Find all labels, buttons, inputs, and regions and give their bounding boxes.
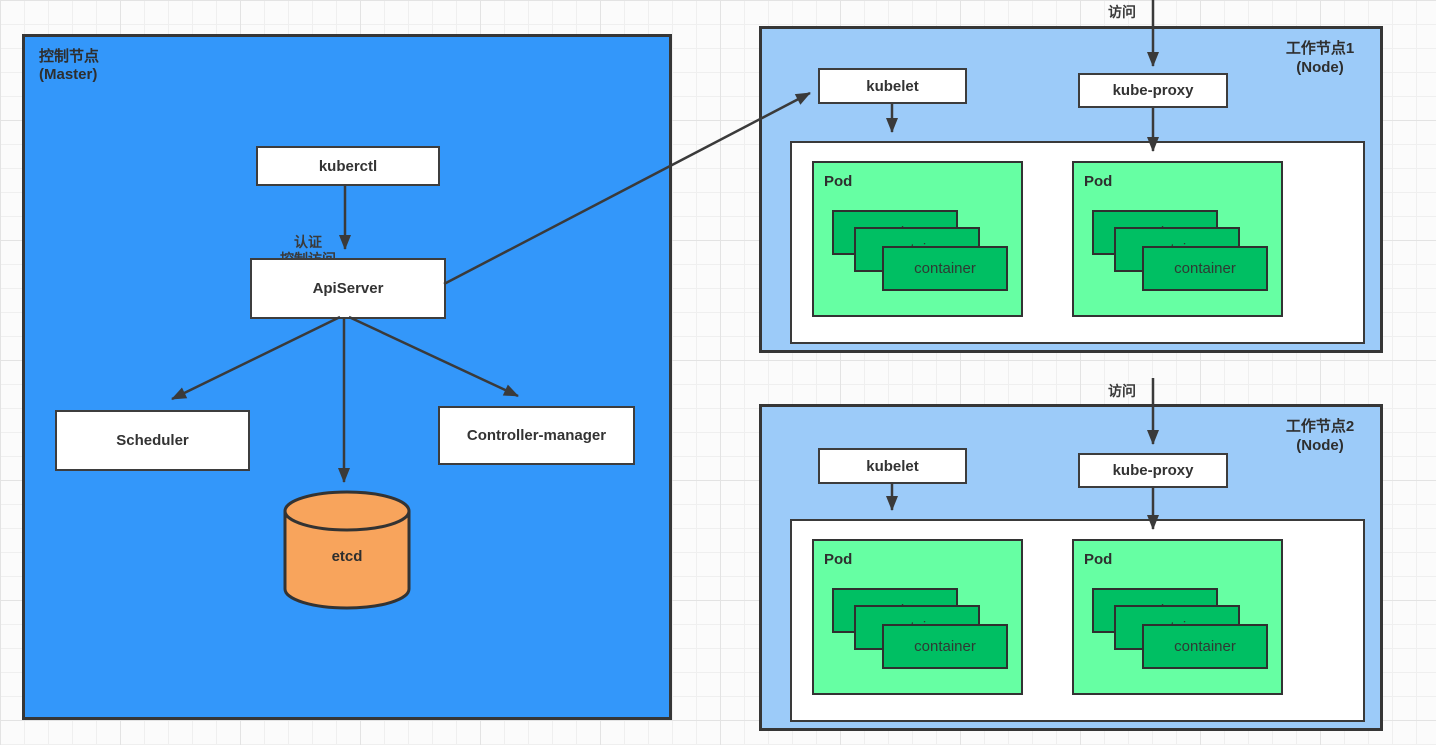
kuberctl-box: kuberctl xyxy=(256,146,440,186)
node1-title-line2: (Node) xyxy=(1296,59,1344,76)
etcd-cylinder-shape xyxy=(283,490,411,610)
container-box: container xyxy=(1142,246,1268,291)
node1-pod-1: Pod container container container xyxy=(812,161,1023,317)
node2-title-line1: 工作节点2 xyxy=(1285,418,1355,435)
apiserver-box: ApiServer xyxy=(250,258,446,319)
node2-access-label: 访问 xyxy=(1108,383,1136,399)
scheduler-label: Scheduler xyxy=(116,432,189,449)
container-box: container xyxy=(1142,624,1268,669)
master-title-line2: (Master) xyxy=(39,66,98,83)
node1-kubelet-box: kubelet xyxy=(818,68,967,104)
controller-manager-label: Controller-manager xyxy=(466,427,607,444)
node1-access-label: 访问 xyxy=(1108,4,1136,20)
node2-pod-1: Pod container container container xyxy=(812,539,1023,695)
node1-kubelet-label: kubelet xyxy=(866,77,919,95)
master-title-line1: 控制节点 xyxy=(39,48,100,65)
node1-title: 工作节点1 (Node) xyxy=(1262,39,1378,77)
node2-title: 工作节点2 (Node) xyxy=(1262,417,1378,455)
node2-kubelet-box: kubelet xyxy=(818,448,967,484)
node1-docker-box: Pod container container container Pod co… xyxy=(790,141,1365,422)
etcd-label: etcd xyxy=(331,548,363,565)
etcd-cylinder: etcd xyxy=(283,490,411,610)
node2-pod-2: Pod container container container xyxy=(1072,539,1283,695)
node2-docker-box: Pod container container container Pod co… xyxy=(790,519,1365,722)
node2-kube-proxy-label: kube-proxy xyxy=(1112,462,1194,479)
controller-manager-box: Controller-manager xyxy=(438,406,635,465)
auth-label-line1: 认证 xyxy=(294,234,322,250)
node1-kube-proxy-box: kube-proxy xyxy=(1078,73,1228,108)
pod-label: Pod xyxy=(1084,551,1113,568)
worker-node-2-box: 工作节点2 (Node) kubelet kube-proxy Pod cont… xyxy=(759,404,1383,731)
pod-label: Pod xyxy=(1084,173,1113,190)
node2-title-line2: (Node) xyxy=(1296,437,1344,454)
node2-kubelet-label: kubelet xyxy=(866,457,919,475)
scheduler-box: Scheduler xyxy=(55,410,250,471)
master-node-box: 控制节点 (Master) kuberctl 认证 控制访问 ApiServer… xyxy=(22,34,672,720)
kuberctl-label: kuberctl xyxy=(318,157,378,175)
pod-label: Pod xyxy=(824,173,853,190)
container-box: container xyxy=(882,624,1008,669)
master-title: 控制节点 (Master) xyxy=(39,48,99,84)
container-box: container xyxy=(882,246,1008,291)
worker-node-1-box: 工作节点1 (Node) kubelet kube-proxy Pod cont… xyxy=(759,26,1383,422)
pod-label: Pod xyxy=(824,551,853,568)
node1-title-line1: 工作节点1 xyxy=(1285,40,1355,57)
node1-kube-proxy-label: kube-proxy xyxy=(1112,82,1194,99)
node1-pod-2: Pod container container container xyxy=(1072,161,1283,317)
node2-kube-proxy-box: kube-proxy xyxy=(1078,453,1228,488)
apiserver-label: ApiServer xyxy=(312,280,384,297)
